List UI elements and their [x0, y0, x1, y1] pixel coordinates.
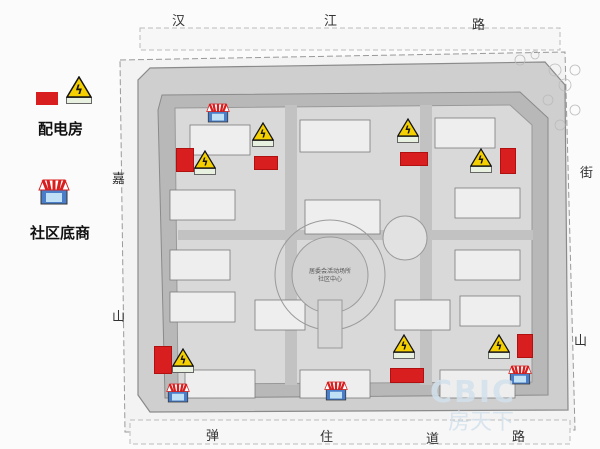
plaza-walkway — [317, 299, 343, 349]
legend-shop-icon — [38, 178, 70, 206]
center-sub-label: 社区中心 — [317, 276, 342, 283]
power-room-4 — [500, 148, 516, 174]
power-room-5 — [154, 346, 172, 374]
svg-text:ϟ: ϟ — [405, 125, 412, 136]
warning-icon-7: ϟ — [488, 334, 510, 359]
north-road-band — [139, 27, 561, 51]
legend-power-room-label: 配电房 — [38, 120, 84, 138]
legend-power-room-swatch — [36, 92, 58, 105]
center-label: 居委会活动场所 — [308, 268, 351, 275]
watermark-logo: CBIC — [430, 375, 517, 410]
road-label-west-upper: 嘉 — [112, 172, 126, 187]
warning-icon-2: ϟ — [252, 122, 274, 147]
fountain-circle — [382, 215, 428, 261]
svg-text:ϟ: ϟ — [478, 155, 485, 166]
svg-text:ϟ: ϟ — [180, 355, 187, 366]
road-label-north-2: 江 — [324, 14, 338, 29]
tree-clusters — [514, 50, 581, 131]
power-room-6 — [390, 368, 424, 383]
svg-text:ϟ: ϟ — [75, 83, 83, 97]
road-label-north-1: 汉 — [172, 14, 186, 29]
inner-road-h1 — [178, 230, 533, 240]
road-label-north-3: 路 — [472, 18, 486, 33]
road-label-east-lower: 山 — [574, 334, 588, 349]
svg-text:ϟ: ϟ — [401, 341, 408, 352]
shop-icon-1 — [206, 102, 230, 124]
warning-icon-5: ϟ — [172, 348, 194, 373]
road-label-south-2: 住 — [320, 430, 334, 445]
svg-text:ϟ: ϟ — [260, 129, 267, 140]
power-room-3 — [400, 152, 428, 166]
warning-icon-6: ϟ — [393, 334, 415, 359]
svg-text:ϟ: ϟ — [202, 157, 209, 168]
legend-shop-label: 社区底商 — [30, 224, 91, 242]
warning-icon-3: ϟ — [397, 118, 419, 143]
road-label-east-upper: 街 — [580, 166, 594, 181]
warning-icon-4: ϟ — [470, 148, 492, 173]
power-room-7 — [517, 334, 533, 358]
warning-icon-1: ϟ — [194, 150, 216, 175]
power-room-1 — [176, 148, 194, 172]
inner-road-v1 — [285, 105, 297, 385]
road-label-south-3: 道 — [426, 432, 440, 447]
watermark-sub: 房天下 — [448, 410, 515, 435]
road-label-west-lower: 山 — [112, 310, 126, 325]
legend-warning-icon: ϟ — [66, 76, 92, 104]
road-label-south-1: 弹 — [206, 429, 220, 444]
south-road-band — [129, 419, 571, 445]
power-room-2 — [254, 156, 278, 170]
svg-text:ϟ: ϟ — [496, 341, 503, 352]
building-blocks — [169, 117, 521, 399]
shop-icon-4 — [508, 364, 532, 386]
road-label-south-4: 路 — [512, 430, 526, 445]
shop-icon-2 — [166, 382, 190, 404]
shop-icon-3 — [324, 380, 348, 402]
